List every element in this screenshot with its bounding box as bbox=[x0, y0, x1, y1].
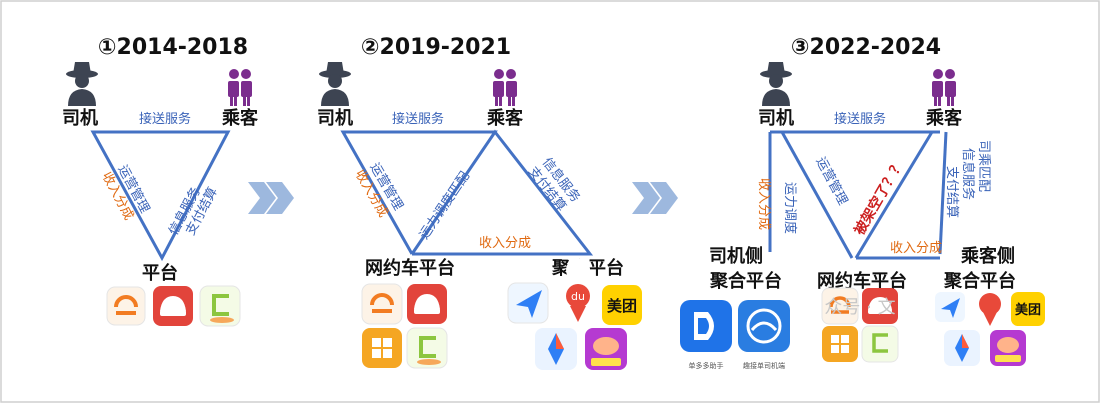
edge-bottom: 收入分成 bbox=[890, 241, 942, 256]
node-platform: 平台 bbox=[142, 262, 178, 284]
app-icon bbox=[990, 330, 1026, 366]
meituan-label: 美团 bbox=[1015, 302, 1041, 318]
app-icon: 单多多助手 bbox=[680, 300, 732, 370]
app-icon bbox=[535, 328, 577, 370]
triangle bbox=[340, 129, 594, 256]
edge-top: 接送服务 bbox=[834, 111, 886, 127]
app-icon bbox=[406, 327, 448, 369]
watermark: 众号 · 文 bbox=[824, 297, 895, 318]
app-icon bbox=[199, 285, 241, 327]
app-icon bbox=[407, 284, 447, 324]
edge-line-right bbox=[938, 131, 948, 255]
du-label: du bbox=[571, 290, 585, 303]
app-icon bbox=[361, 283, 403, 325]
phase-2-title: ②2019-2021 bbox=[361, 35, 511, 60]
phase-2: ②2019-2021 司机 乘客 接送服务 运营管理 收入分成 运力调度匹配 信… bbox=[317, 35, 642, 370]
chevron-right-icon bbox=[632, 182, 678, 214]
app-caption-2: 趣接单司机端 bbox=[743, 361, 785, 370]
chevron-right-icon bbox=[248, 182, 294, 214]
node-ride-hailing-platform: 网约车平台 bbox=[365, 257, 455, 279]
app-icon bbox=[585, 328, 627, 370]
edge-left-orange: 收入分成 bbox=[756, 178, 771, 230]
app-icon: 美团 bbox=[1011, 292, 1045, 326]
edge-top: 接送服务 bbox=[139, 111, 191, 127]
app-icon bbox=[153, 286, 193, 326]
node-passenger-side-1: 乘客侧 bbox=[960, 245, 1015, 267]
edge-right-blue: 司乘匹配 bbox=[976, 140, 991, 192]
meituan-label: 美团 bbox=[607, 297, 637, 315]
node-driver: 司机 bbox=[62, 108, 98, 129]
node-driver: 司机 bbox=[758, 108, 794, 129]
edge-top: 接送服务 bbox=[392, 111, 444, 127]
node-driver-side-1: 司机侧 bbox=[709, 246, 763, 267]
node-center-platform: 网约车平台 bbox=[817, 270, 907, 292]
driver-icon bbox=[319, 62, 351, 106]
app-icon bbox=[979, 293, 1001, 326]
edge-line-mid-right bbox=[854, 131, 934, 259]
passenger-icon bbox=[228, 69, 252, 106]
node-passenger: 乘客 bbox=[486, 107, 524, 129]
app-icon: 美团 bbox=[602, 285, 642, 325]
app-icon bbox=[106, 286, 146, 326]
app-icon bbox=[944, 330, 980, 366]
edge-right-blue-3: 支付结算 bbox=[944, 166, 959, 218]
app-icon bbox=[935, 292, 965, 322]
app-caption-1: 单多多助手 bbox=[689, 361, 724, 370]
app-icon bbox=[822, 326, 858, 362]
node-passenger-side-2: 聚合平台 bbox=[943, 270, 1016, 292]
app-icon bbox=[862, 288, 898, 324]
edge-left-blue: 运力调度 bbox=[782, 182, 798, 234]
triangle bbox=[90, 130, 231, 262]
driver-icon bbox=[760, 62, 792, 106]
passenger-icon bbox=[493, 69, 517, 106]
phase-1-title: ①2014-2018 bbox=[98, 35, 248, 60]
phase-3-title: ③2022-2024 bbox=[791, 35, 941, 60]
app-icon bbox=[821, 287, 859, 325]
app-icon bbox=[861, 325, 899, 363]
edge-right-blue-2: 信息服务 bbox=[960, 148, 976, 200]
app-icon: du bbox=[566, 258, 591, 322]
node-passenger: 乘客 bbox=[925, 107, 963, 129]
driver-icon bbox=[66, 62, 98, 106]
node-driver-side-2: 聚合平台 bbox=[709, 270, 782, 292]
node-passenger: 乘客 bbox=[221, 107, 259, 129]
app-icon bbox=[362, 328, 402, 368]
app-icon bbox=[507, 282, 549, 324]
passenger-icon bbox=[932, 69, 956, 106]
edge-bottom: 收入分成 bbox=[479, 236, 531, 251]
node-driver: 司机 bbox=[317, 108, 353, 129]
app-icon: 趣接单司机端 bbox=[738, 300, 790, 370]
edge-line-mid-left bbox=[780, 131, 854, 259]
